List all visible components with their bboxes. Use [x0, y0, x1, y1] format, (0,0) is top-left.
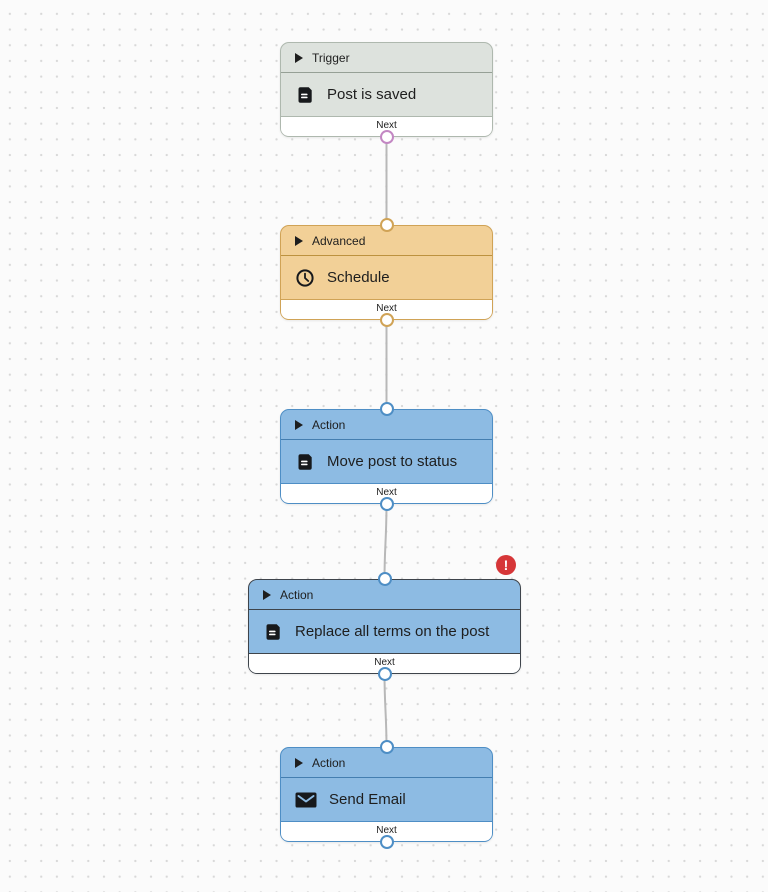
node-action-move-post-to-status[interactable]: Action Move post to status Next: [280, 402, 493, 511]
node-footer: Next: [281, 299, 492, 319]
expand-triangle-icon: [295, 420, 303, 430]
node-body: Move post to status: [281, 440, 492, 483]
node-body: Schedule: [281, 256, 492, 299]
next-label: Next: [376, 487, 397, 498]
node-footer: Next: [281, 483, 492, 503]
next-label: Next: [376, 303, 397, 314]
node-body: Send Email: [281, 778, 492, 821]
node-action-send-email[interactable]: Action Send Email Next: [280, 740, 493, 849]
node-advanced-schedule[interactable]: Advanced Schedule Next: [280, 218, 493, 327]
document-icon: [263, 622, 283, 642]
envelope-icon: [295, 790, 317, 810]
input-port[interactable]: [379, 740, 394, 754]
node-body: Post is saved: [281, 73, 492, 116]
node-title: Post is saved: [327, 86, 417, 103]
node-body: Replace all terms on the post: [249, 610, 520, 653]
node-action-replace-all-terms[interactable]: ! Action Replace all terms on the post N…: [248, 555, 521, 681]
clock-icon: [295, 268, 315, 288]
node-footer: Next: [249, 653, 520, 673]
node-title: Send Email: [329, 791, 406, 808]
output-port[interactable]: [379, 313, 394, 327]
node-type-label: Action: [312, 418, 346, 432]
node-type-label: Advanced: [312, 234, 366, 248]
next-label: Next: [376, 120, 397, 131]
document-icon: [295, 85, 315, 105]
expand-triangle-icon: [263, 590, 271, 600]
expand-triangle-icon: [295, 758, 303, 768]
node-trigger-post-is-saved[interactable]: Trigger Post is saved Next: [280, 42, 493, 144]
node-header[interactable]: Action: [281, 748, 492, 778]
next-label: Next: [376, 825, 397, 836]
connector-line[interactable]: [383, 672, 388, 749]
node-title: Move post to status: [327, 453, 458, 470]
output-port[interactable]: [377, 667, 392, 681]
node-type-label: Trigger: [312, 51, 350, 65]
document-icon: [295, 452, 315, 472]
node-footer: Next: [281, 821, 492, 841]
node-title: Replace all terms on the post: [295, 623, 490, 640]
next-label: Next: [374, 657, 395, 668]
node-header[interactable]: Action: [249, 580, 520, 610]
node-title: Schedule: [327, 269, 390, 286]
expand-triangle-icon: [295, 236, 303, 246]
output-port[interactable]: [379, 130, 394, 144]
node-type-label: Action: [280, 588, 314, 602]
node-type-label: Action: [312, 756, 346, 770]
node-header[interactable]: Advanced: [281, 226, 492, 256]
node-footer: Next: [281, 116, 492, 136]
node-header[interactable]: Trigger: [281, 43, 492, 73]
input-port[interactable]: [379, 402, 394, 416]
output-port[interactable]: [379, 835, 394, 849]
input-port[interactable]: [377, 572, 392, 586]
output-port[interactable]: [379, 497, 394, 511]
error-icon[interactable]: !: [496, 555, 516, 575]
connector-line[interactable]: [383, 502, 388, 581]
node-header[interactable]: Action: [281, 410, 492, 440]
input-port[interactable]: [379, 218, 394, 232]
expand-triangle-icon: [295, 53, 303, 63]
